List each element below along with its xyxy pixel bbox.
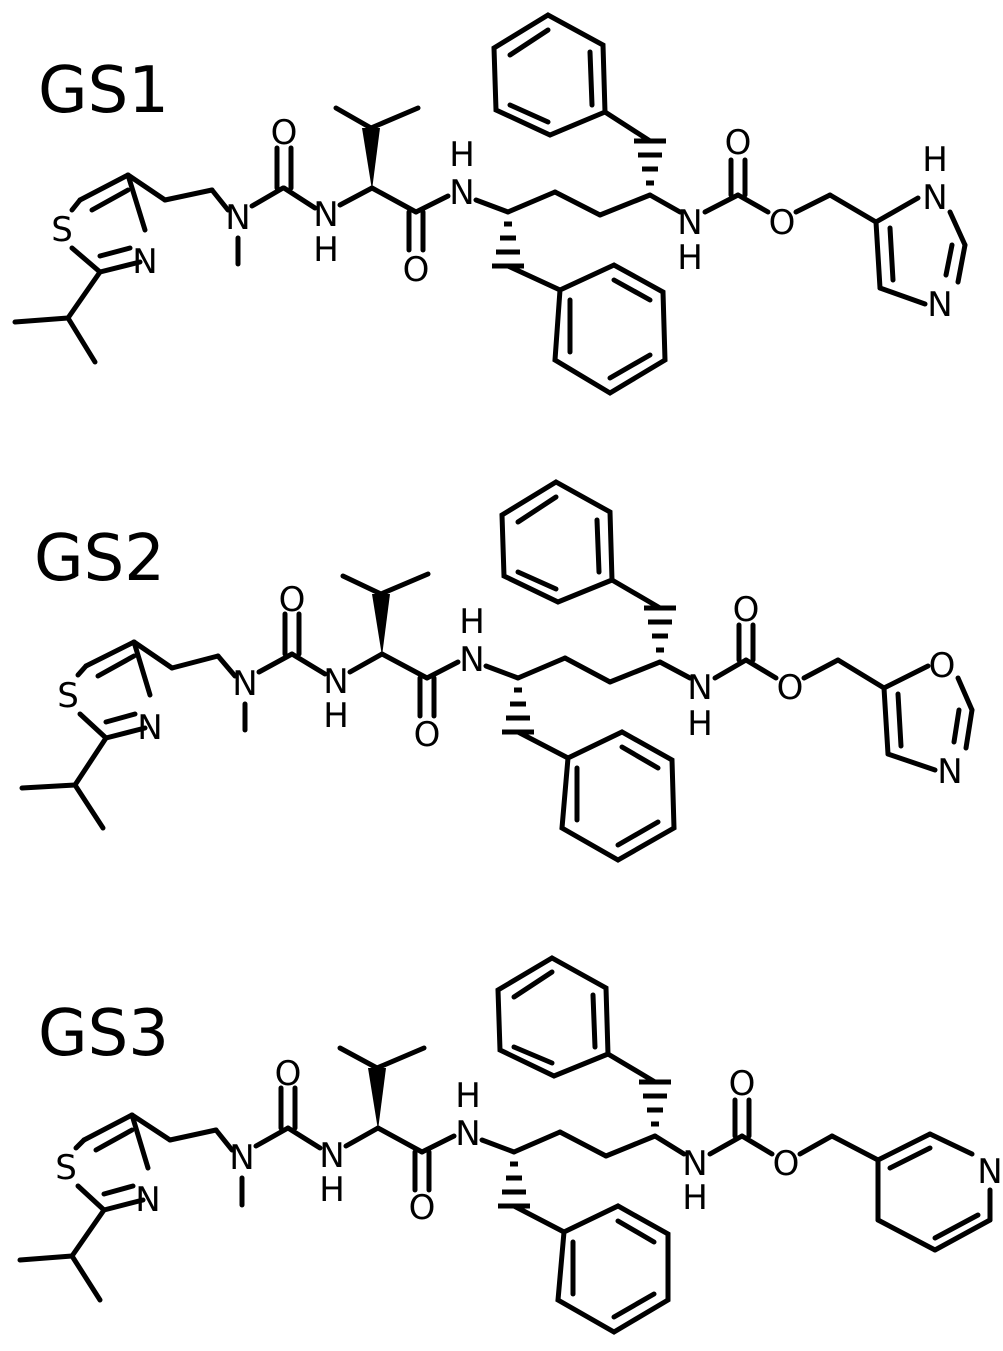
molecule-title: GS1 <box>38 54 169 128</box>
oxygen-amide: O <box>414 715 441 755</box>
nitrogen-methyl: N <box>232 664 257 704</box>
nitrogen-carbamate: N <box>687 668 712 708</box>
nitrogen-carbamate: N <box>682 1144 707 1184</box>
molecule-title: GS3 <box>38 997 169 1071</box>
benzene-ring <box>559 729 677 863</box>
stereo-hash <box>498 1161 530 1209</box>
oxygen-oxazole: O <box>929 646 956 686</box>
nitrogen-pyridine: N <box>977 1152 1002 1192</box>
hydrogen-carbamate: H <box>687 704 713 744</box>
oxygen-carbonyl: O <box>733 590 760 630</box>
molecule-gs1: GS1 S N N O N H O N H <box>0 0 1003 420</box>
nitrogen-urea: N <box>319 1136 344 1176</box>
stereo-hash <box>644 605 676 653</box>
oxazole-ring <box>881 663 975 773</box>
thiazole-ring <box>73 1112 151 1213</box>
nitrogen-oxazole: N <box>937 752 962 792</box>
stereo-hash <box>502 687 534 735</box>
stereo-hash <box>639 1079 671 1127</box>
nitrogen-imidazole: N <box>927 285 952 325</box>
benzene-ring <box>499 479 615 605</box>
hydrogen-urea: H <box>313 230 339 270</box>
molecule-title: GS2 <box>34 522 165 596</box>
stereo-wedge <box>362 128 380 190</box>
hydrogen-imidazole: H <box>922 140 948 180</box>
hydrogen-amide: H <box>459 602 485 642</box>
sulfur-atom: S <box>51 210 73 250</box>
stereo-wedge <box>368 1068 386 1130</box>
nitrogen-amide: N <box>449 173 474 213</box>
oxygen-carbonyl: O <box>725 123 752 163</box>
oxygen-ester: O <box>773 1144 800 1184</box>
nitrogen-amide: N <box>459 640 484 680</box>
oxygen-urea: O <box>275 1054 302 1094</box>
oxygen-ester: O <box>777 668 804 708</box>
pyridine-ring <box>875 1131 993 1253</box>
hydrogen-urea: H <box>323 696 349 736</box>
benzene-ring <box>495 955 611 1079</box>
oxygen-amide: O <box>403 250 430 290</box>
hydrogen-carbamate: H <box>682 1178 708 1218</box>
imidazole-ring <box>873 195 968 307</box>
nitrogen-urea: N <box>313 195 338 235</box>
nitrogen-atom: N <box>135 1180 160 1220</box>
hydrogen-carbamate: H <box>677 238 703 278</box>
sulfur-atom: S <box>57 676 79 716</box>
stereo-hash <box>634 138 666 186</box>
stereo-hash <box>492 221 524 269</box>
thiazole-ring <box>69 172 148 275</box>
oxygen-urea: O <box>271 113 298 153</box>
thiazole-ring <box>75 639 153 741</box>
molecule-gs2: GS2 S N N O N H O N H <box>0 470 1003 890</box>
oxygen-urea: O <box>279 580 306 620</box>
nitrogen-urea: N <box>323 662 348 702</box>
structure-gs3: GS3 S N N O N H O N H <box>17 955 1003 1335</box>
oxygen-carbonyl: O <box>729 1064 756 1104</box>
nitrogen-amide: N <box>455 1114 480 1154</box>
nitrogen-atom: N <box>132 242 157 282</box>
structure-gs2: GS2 S N N O N H O N H <box>19 479 975 863</box>
oxygen-ester: O <box>769 203 796 243</box>
nitrogen-imidazole: N <box>922 178 947 218</box>
nitrogen-methyl: N <box>225 198 250 238</box>
molecule-gs3: GS3 S N N O N H O N H <box>0 950 1003 1350</box>
structure-gs1: GS1 S N N O N H O N H <box>12 12 968 396</box>
sulfur-atom: S <box>55 1148 77 1188</box>
benzene-ring <box>555 1203 671 1335</box>
benzene-ring <box>552 262 668 396</box>
nitrogen-carbamate: N <box>677 203 702 243</box>
nitrogen-methyl: N <box>229 1138 254 1178</box>
hydrogen-amide: H <box>455 1076 481 1116</box>
hydrogen-amide: H <box>449 135 475 175</box>
benzene-ring <box>491 12 608 138</box>
stereo-wedge <box>372 594 390 656</box>
hydrogen-urea: H <box>319 1170 345 1210</box>
oxygen-amide: O <box>409 1188 436 1228</box>
nitrogen-atom: N <box>137 708 162 748</box>
